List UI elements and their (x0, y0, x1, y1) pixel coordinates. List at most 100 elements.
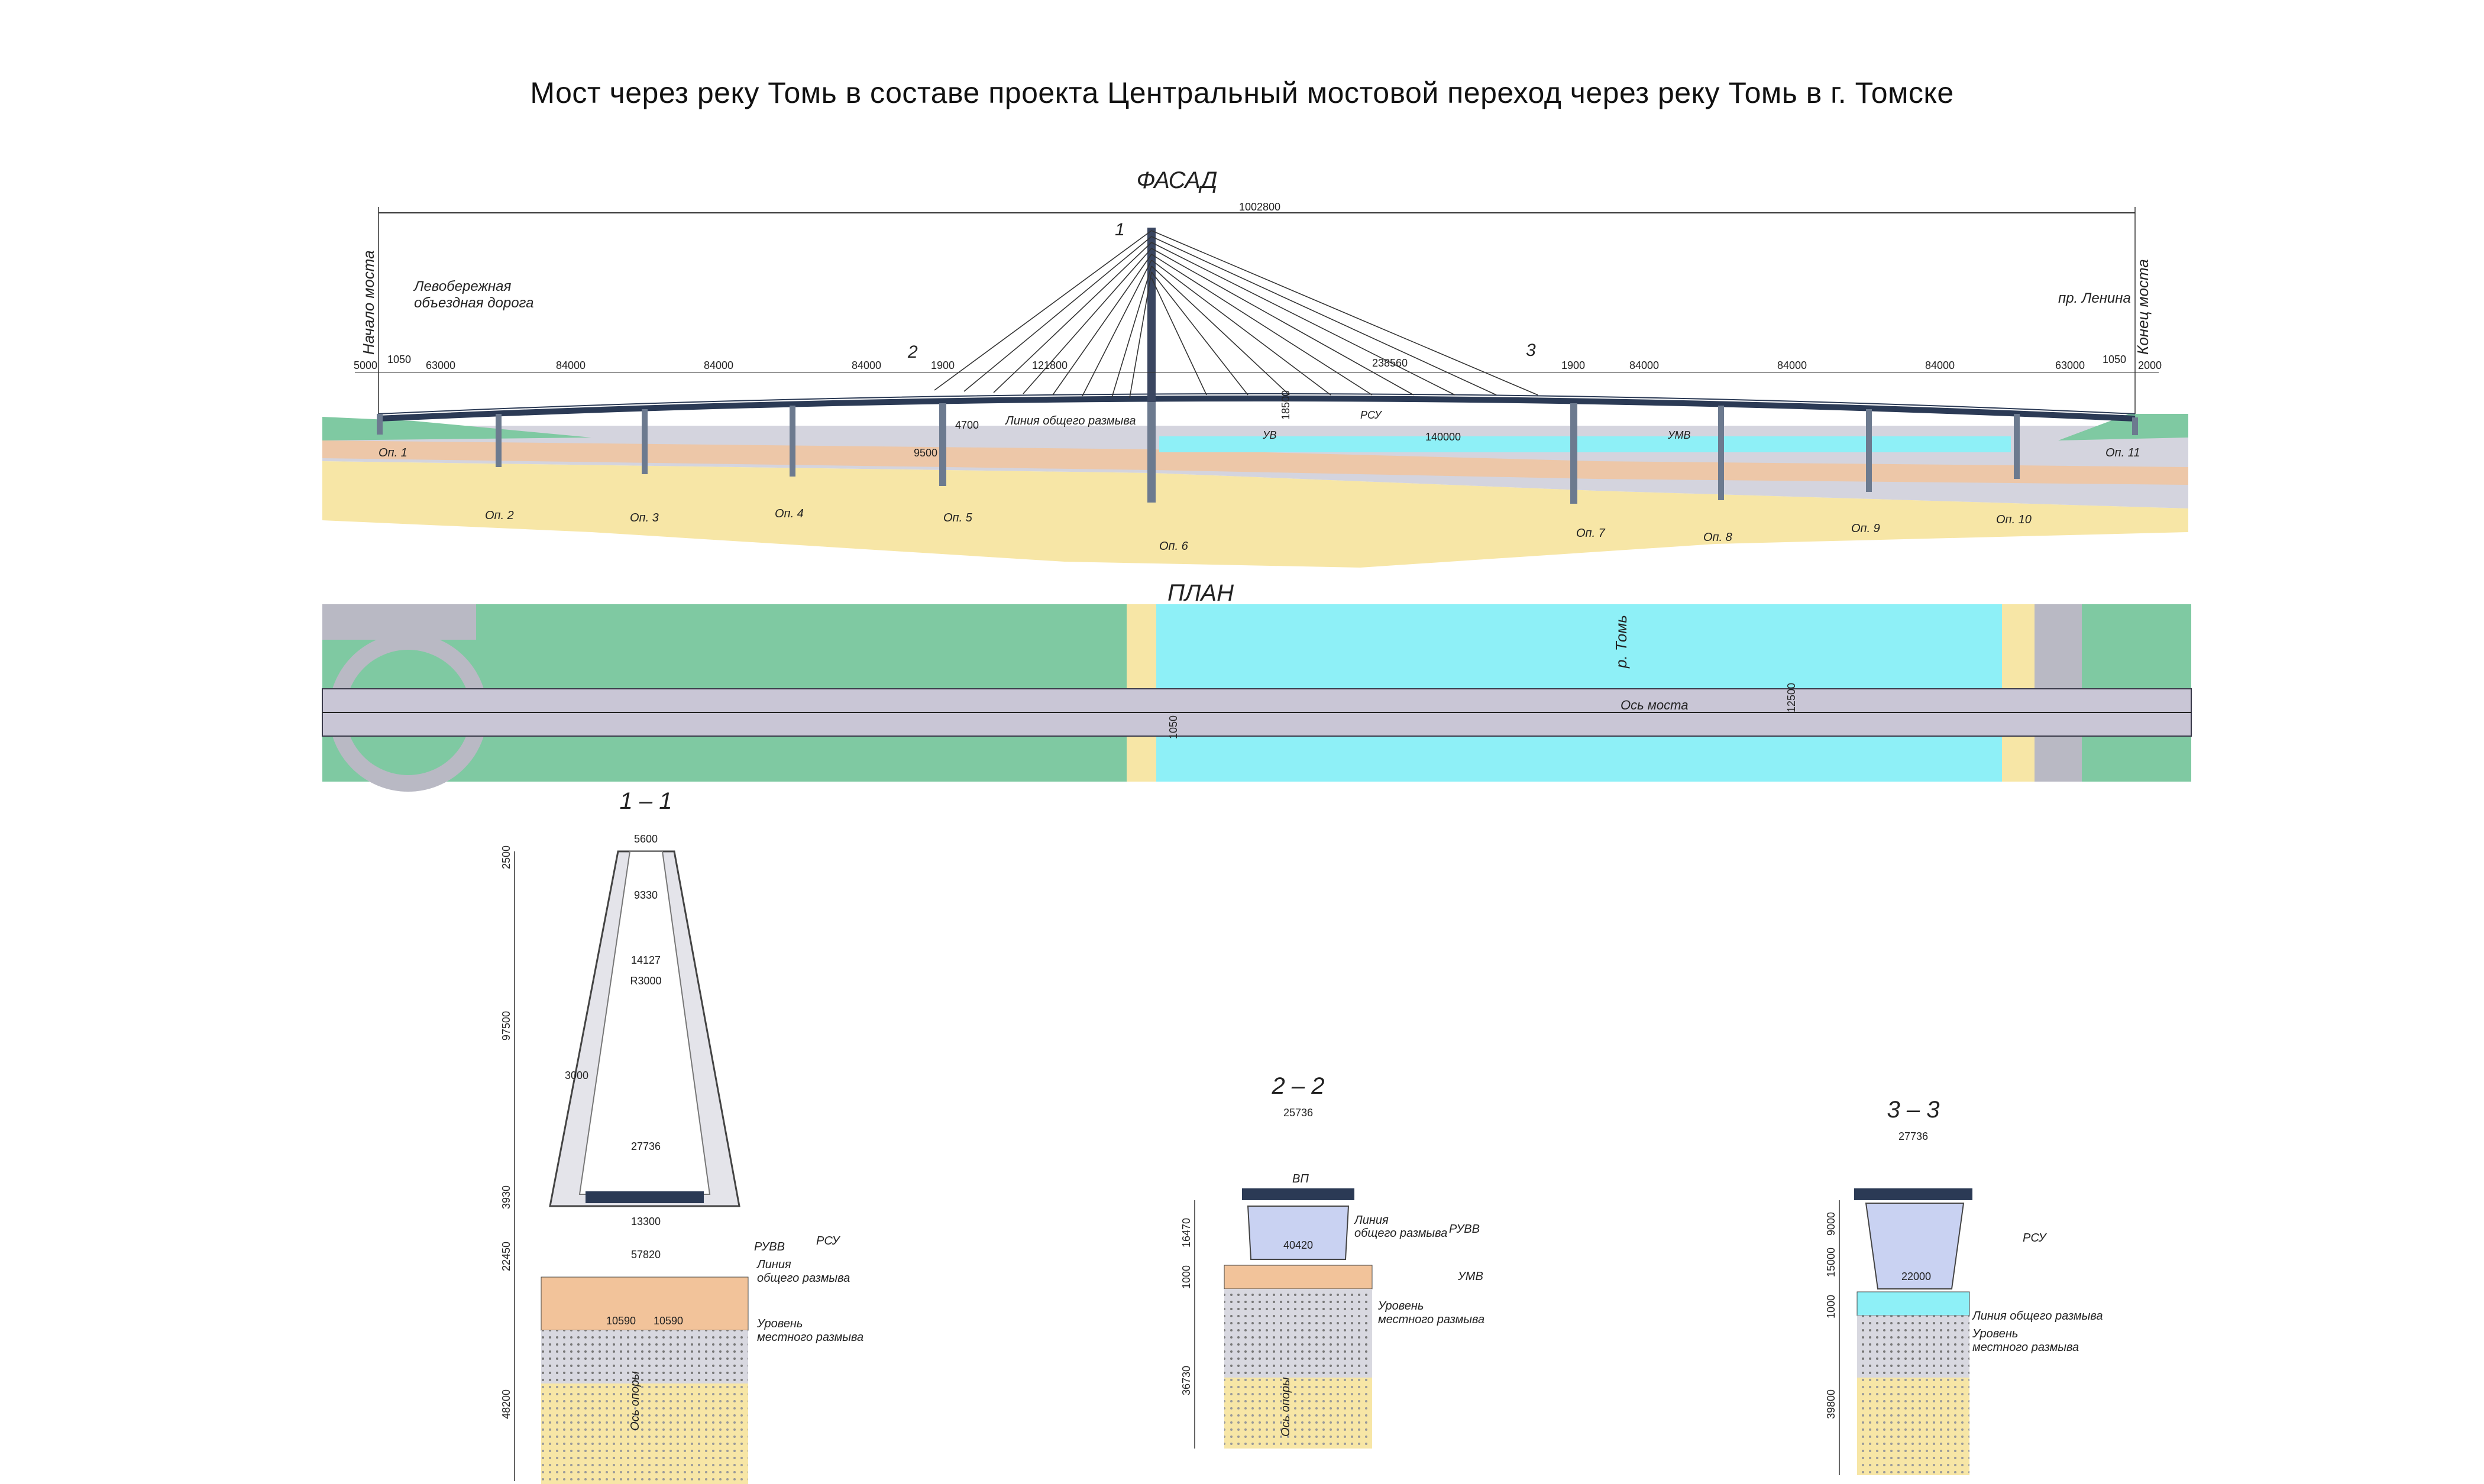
s11-dim-2: 14127 (631, 954, 661, 966)
s22-vdim-1: 1000 (1180, 1265, 1192, 1289)
height-small: 4700 (955, 419, 979, 431)
span-mid-3: 1900 (1561, 359, 1585, 371)
facade-view: ФАСАД 1002800 (322, 167, 2188, 568)
s22-dim-1: 40420 (1283, 1239, 1313, 1251)
span-right-1: 84000 (1777, 359, 1807, 371)
page-title: Мост через реку Томь в составе проекта Ц… (530, 76, 1954, 109)
scour-line-label: Линия общего размыва (1004, 414, 1136, 427)
facade-bank-right (2058, 414, 2188, 440)
pier-8 (1718, 406, 1724, 500)
facade-piers (377, 402, 2138, 504)
s11-ruvv: РУВВ (754, 1240, 785, 1253)
s22-scour2: общего размыва (1354, 1227, 1447, 1240)
s22-axis: Ось опоры (1279, 1377, 1292, 1437)
s22-dim-0: 25736 (1283, 1107, 1313, 1119)
section33-heading: 3 – 3 (1887, 1097, 1940, 1123)
plan-view: ПЛАН р. Томь Ось моста 1050 12500 (322, 580, 2192, 792)
pier-7 (1570, 403, 1577, 504)
s11-dim-0: 5600 (634, 833, 658, 845)
span-right-5: 2000 (2138, 359, 2162, 371)
s22-ruvv: РУВВ (1449, 1223, 1480, 1236)
support-2: Оп. 2 (485, 509, 514, 522)
s11-dim-5: 27736 (631, 1140, 661, 1152)
s33-dim-0: 27736 (1898, 1130, 1928, 1142)
s22-pier (1247, 1206, 1350, 1260)
section-mark-1: 1 (1115, 220, 1125, 239)
pier-6 (1147, 402, 1156, 503)
support-5: Оп. 5 (943, 511, 973, 524)
s11-local1: Уровень (756, 1317, 803, 1330)
s11-local2: местного размыва (757, 1331, 863, 1344)
s33-pier (1865, 1203, 1965, 1289)
span-right-3: 63000 (2055, 359, 2085, 371)
facade-soil-sand (322, 461, 2188, 568)
s22-pilecap (1224, 1265, 1373, 1289)
section-2-2: 2 – 2 25736 40420 ВП 16470 1000 36730 РУ… (1180, 1073, 1484, 1449)
s33-pilecap (1856, 1291, 1970, 1316)
span-left-3: 84000 (556, 359, 586, 371)
s11-axis: Ось опоры (629, 1371, 642, 1431)
support-6: Оп. 6 (1159, 540, 1189, 553)
plan-axis: Ось моста (1621, 698, 1688, 712)
facade-heading: ФАСАД (1137, 167, 1218, 193)
s11-scour2: общего размыва (757, 1272, 850, 1285)
pier-10 (2014, 414, 2020, 479)
facade-deck (378, 396, 2136, 422)
s22-deck (1242, 1188, 1354, 1200)
umv-label: УМВ (1667, 429, 1691, 441)
span-mid-0: 1900 (931, 359, 955, 371)
pier-2 (496, 414, 502, 467)
span-left-2: 63000 (426, 359, 455, 371)
s11-vdim-3: 22450 (500, 1242, 512, 1271)
end-label: Конец моста (2134, 259, 2152, 355)
s11-vdim-1: 97500 (500, 1011, 512, 1041)
span-mid-2: 238560 (1372, 357, 1408, 369)
span-right-0: 84000 (1629, 359, 1659, 371)
span-left-0: 5000 (354, 359, 377, 371)
pier-5 (939, 403, 946, 486)
s22-vp: ВП (1292, 1172, 1309, 1185)
uv-label: УВ (1262, 429, 1277, 441)
left-road-1: Левобережная (413, 278, 511, 294)
left-road-2: объездная дорога (414, 295, 533, 311)
vertical-dim: 18500 (1280, 390, 1292, 420)
plan-width-right: 12500 (1786, 683, 1797, 712)
s11-vdim-2: 3930 (500, 1185, 512, 1209)
section-1-1: 1 – 1 5600 9330 14127 R3000 3000 27736 1… (500, 788, 863, 1484)
facade-bank-left (322, 417, 591, 440)
s11-dim-1: 9330 (634, 889, 658, 901)
s11-vdim-4: 48200 (500, 1389, 512, 1419)
s33-vdim-0: 9000 (1825, 1212, 1837, 1236)
s11-rsu: РСУ (816, 1234, 841, 1248)
plan-river: р. Томь (1612, 615, 1630, 669)
s22-umv: УМВ (1457, 1270, 1483, 1283)
s11-dim-7: 57820 (631, 1249, 661, 1261)
right-street: пр. Ленина (2058, 290, 2131, 306)
s11-scour1: Линия (756, 1258, 791, 1271)
clearance-label: 140000 (1425, 431, 1461, 443)
s22-scour1: Линия (1353, 1214, 1389, 1227)
height-mid: 9500 (914, 447, 937, 459)
s22-local1: Уровень (1377, 1300, 1424, 1313)
pier-3 (642, 409, 648, 474)
s33-rsu: РСУ (2023, 1232, 2048, 1245)
s22-vdim-2: 36730 (1180, 1366, 1192, 1395)
pier-11 (2132, 417, 2138, 435)
pier-9 (1866, 409, 1872, 492)
s11-dim-8: 10590 (606, 1315, 636, 1327)
s33-vdim-1: 15000 (1825, 1248, 1837, 1277)
s11-dim-3: R3000 (630, 975, 661, 987)
s11-dim-4: 3000 (565, 1070, 588, 1081)
pier-4 (790, 406, 795, 477)
support-10: Оп. 10 (1996, 513, 2032, 526)
s33-local1: Уровень (1972, 1327, 2018, 1340)
span-right-2: 84000 (1925, 359, 1955, 371)
support-4: Оп. 4 (775, 507, 804, 520)
support-8: Оп. 8 (1703, 531, 1732, 544)
facade-total-length: 1002800 (1239, 201, 1280, 213)
s33-vdim-2: 1000 (1825, 1295, 1837, 1318)
support-3: Оп. 3 (630, 511, 659, 524)
facade-water (1159, 436, 2011, 452)
s33-dim-1: 22000 (1901, 1271, 1931, 1282)
